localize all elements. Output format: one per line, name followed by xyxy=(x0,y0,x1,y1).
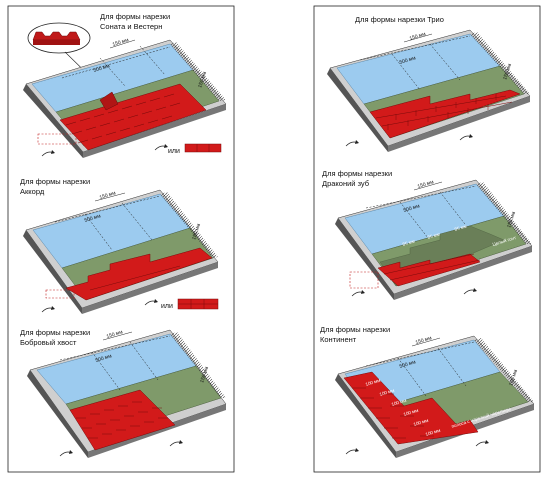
roof-edge-front xyxy=(88,404,226,458)
starter-strip-icon xyxy=(184,143,222,153)
ridge-hatch xyxy=(476,182,532,244)
panel-akkord: Для формы нарезки Аккорд 150 мм 500 мм 1… xyxy=(20,177,219,314)
dim-mid-label: 500 мм xyxy=(95,353,113,364)
starter-strip-outline xyxy=(349,271,379,289)
dim-top-label: 150 мм xyxy=(415,335,433,346)
offset-label: 100 мм xyxy=(379,388,395,397)
starter-strip-outline xyxy=(45,289,75,299)
panel-sonata-western: Для формы нарезки Соната и Вестерн 150 м… xyxy=(23,12,227,158)
left-frame xyxy=(7,5,235,473)
panel-title-line1: Для формы нарезки xyxy=(320,325,390,334)
arrow-head-icon xyxy=(164,144,168,148)
dim-mid-label: 500 мм xyxy=(84,213,102,224)
guide-line xyxy=(139,45,166,76)
arrow-head-icon xyxy=(51,150,55,154)
panel-title: Для формы нарезки Трио xyxy=(355,15,444,24)
panel-title-line2: Соната и Вестерн xyxy=(100,22,162,31)
or-label: или xyxy=(168,148,180,155)
roof-edge xyxy=(23,84,83,158)
dim-top-label: 150 мм xyxy=(99,190,117,201)
dim-top-label: 150 мм xyxy=(112,37,130,48)
lifted-tile xyxy=(99,91,119,111)
panel-title-line2: Аккорд xyxy=(20,187,45,196)
panel-title-line1: Для формы нарезки xyxy=(100,12,170,21)
dim-top-label: 150 мм xyxy=(409,31,427,42)
or-label: или xyxy=(161,303,173,310)
offset-label: 85 мм xyxy=(402,238,416,246)
panel-continent: Для формы нарезки Континент 150 мм 500 м… xyxy=(320,325,535,458)
ridge-hatch xyxy=(474,338,534,402)
dim-side-label: 150 мм xyxy=(191,222,202,240)
ridge-hatch xyxy=(470,32,530,94)
offset-label: 100 мм xyxy=(391,398,407,407)
panel-trio: Для формы нарезки Трио 150 мм 500 мм 150… xyxy=(327,15,531,152)
roof-edge xyxy=(327,68,388,152)
dim-mid-label: 500 мм xyxy=(403,203,421,214)
trio-tiles xyxy=(369,89,521,139)
dim-side-label: 150 мм xyxy=(508,368,519,386)
hex-tiles xyxy=(59,83,207,151)
dim-top-label: 150 мм xyxy=(417,179,435,190)
dim-side-label: 150 мм xyxy=(197,70,208,88)
right-frame xyxy=(313,5,541,473)
roof-edge-front xyxy=(83,104,226,158)
roof-edge xyxy=(23,230,82,314)
ridge-hatch xyxy=(170,42,226,101)
roof-edge xyxy=(27,370,88,458)
dim-side-label: 150 мм xyxy=(506,210,517,228)
beaver-tail-tiles xyxy=(69,389,176,451)
ridge-hatch xyxy=(160,192,218,258)
panel-title-line2: Бобровый хвост xyxy=(20,338,77,347)
starter-strip-outline xyxy=(37,133,77,145)
continent-tiles xyxy=(343,371,479,445)
dim-mid-label: 500 мм xyxy=(399,359,417,370)
dim-mid-label: 500 мм xyxy=(399,55,417,66)
offset-label: 85 мм xyxy=(427,231,441,239)
tile-profile-base xyxy=(33,40,80,45)
tile-profile-icon xyxy=(32,31,81,41)
dim-side-label: 150 мм xyxy=(199,365,210,383)
dim-mid-label: 500 мм xyxy=(93,63,111,74)
roof-edge-front xyxy=(82,262,218,314)
dim-side-label: 150 мм xyxy=(502,62,513,80)
offset-label: 100 мм xyxy=(425,428,441,437)
panel-title-line1: Для формы нарезки xyxy=(20,177,90,186)
roof-edge-front xyxy=(388,96,530,152)
panel-title-line2: Драконий зуб xyxy=(322,179,369,188)
offset-label: 100 мм xyxy=(413,418,429,427)
panel-title-line2: Континент xyxy=(320,335,357,344)
guide-line xyxy=(61,46,171,79)
roof-edge xyxy=(335,374,396,458)
panel-beaver-tail: Для формы нарезки Бобровый хвост 150 мм … xyxy=(20,328,227,458)
offset-label: 100 мм xyxy=(403,408,419,417)
dim-line xyxy=(109,39,136,49)
roof-edge xyxy=(335,218,394,300)
roof-edge-front xyxy=(394,246,532,300)
guide-line xyxy=(99,57,126,87)
offset-label: 85 мм xyxy=(454,223,468,231)
panel-title-line1: Для формы нарезки xyxy=(322,169,392,178)
offset-label: 100 мм xyxy=(365,378,381,387)
ridge-hatch xyxy=(170,332,226,398)
dim-top-label: 150 мм xyxy=(106,329,124,340)
panel-title-line1: Для формы нарезки xyxy=(20,328,90,337)
panel-dragon-tooth: Для формы нарезки Драконий зуб 150 мм 50… xyxy=(322,169,533,300)
stepped-tiles xyxy=(65,247,213,301)
